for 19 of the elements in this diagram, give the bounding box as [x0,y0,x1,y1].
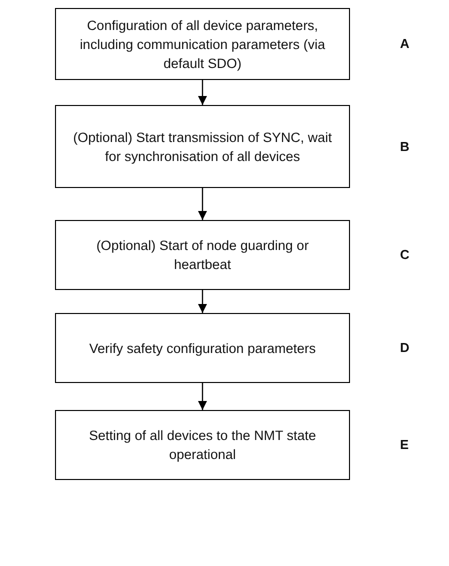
process-box [55,313,350,383]
step-text: Configuration of all device parameters, including communication parameters (via default SDO) [78,16,326,72]
step-letter: E [400,437,409,452]
process-box [55,8,350,80]
process-box [55,220,350,290]
process-box [55,410,350,480]
step-letter: A [400,36,410,51]
step-text: Verify safety configuration parameters [88,340,317,358]
step-letter: C [400,247,410,262]
step-text: (Optional) Start of node guarding or heartbeat [95,237,310,274]
arrow [198,290,207,313]
step-letter: D [400,340,410,355]
step-letter: B [400,138,410,154]
step-text: (Optional) Start transmission of SYNC, wait for synchronisation of all devices [72,128,333,166]
arrow [198,383,207,410]
step-text: Setting of all devices to the NMT state operational [88,427,318,464]
arrow [198,80,207,105]
process-box [55,105,350,188]
arrow [198,188,207,220]
